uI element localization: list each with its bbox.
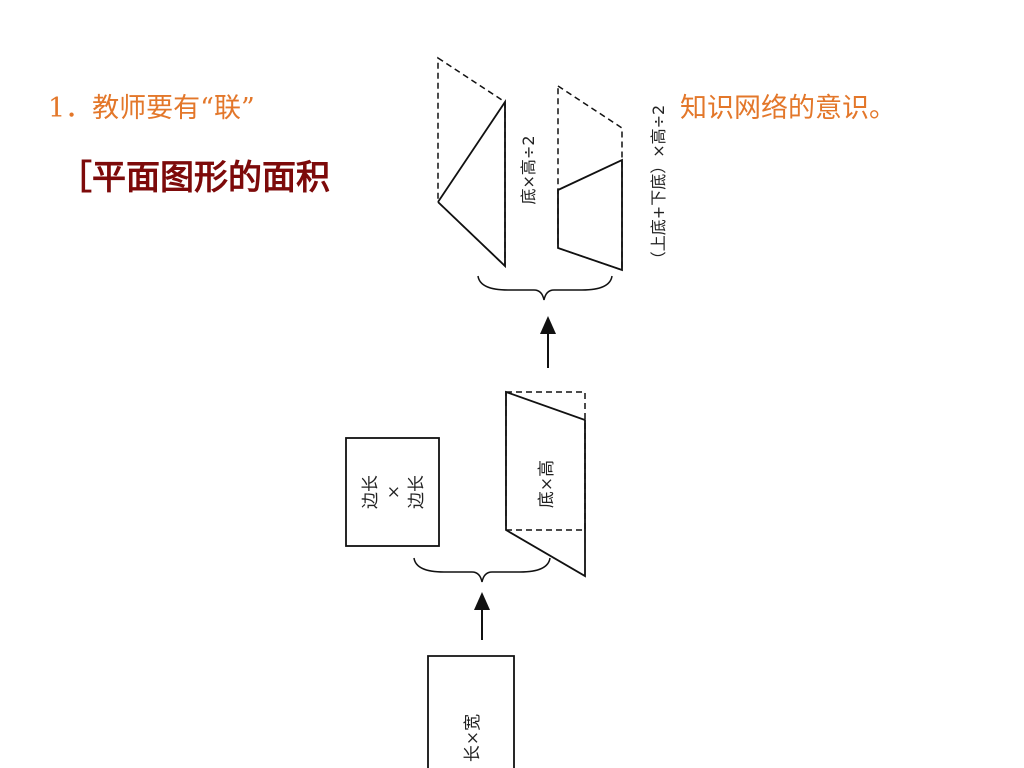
top-arrow-head [540,316,556,334]
bottom-brace [413,557,551,583]
slide-subheading: ［平面图形的面积 [58,158,330,198]
trapezoid-shape [557,158,623,272]
trapezoid-dashed-outline [557,84,623,272]
rectangle-shape [427,655,515,768]
triangle-figure: 底×高÷2 [437,56,538,269]
trapezoid-formula-label: （上底+下底）×高÷2 [649,105,668,267]
slide-heading-part1: 1．教师要有“联” [48,93,255,124]
top-brace [477,275,613,301]
square-shape [345,437,440,547]
diagram-svg: 底×高÷2 （上底+下底）×高÷2 边长 × 边长 底×高 [345,56,668,768]
square-formula-bottom: 边长 [407,475,427,509]
bottom-arrow-head [474,592,490,610]
square-figure: 边长 × 边长 [345,437,440,547]
square-formula-times: × [384,485,404,499]
rectangle-figure: 长×宽 [427,655,515,768]
rectangle-formula-label: 长×宽 [463,714,483,762]
parallelogram-shape [505,390,586,578]
square-formula-top: 边长 [361,475,381,509]
slide-heading-part2: 知识网络的意识。 [680,93,896,124]
triangle-shape [437,99,506,269]
area-formula-diagram: 底×高÷2 （上底+下底）×高÷2 边长 × 边长 底×高 [338,38,672,768]
triangle-formula-label: 底×高÷2 [519,136,538,205]
trapezoid-figure: （上底+下底）×高÷2 [557,84,668,272]
parallelogram-formula-label: 底×高 [537,460,557,508]
parallelogram-figure: 底×高 [505,390,586,578]
